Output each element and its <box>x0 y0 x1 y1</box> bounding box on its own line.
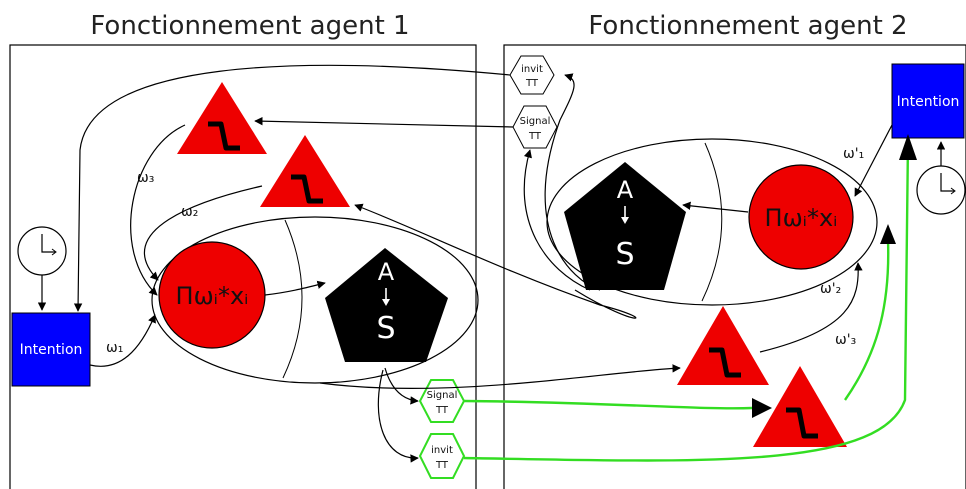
agent1-frame <box>9 44 477 489</box>
agent2-pentagon-bottom: S <box>615 237 634 272</box>
link-invit-bottom-to-intention2 <box>463 139 910 462</box>
link-pentagon2-to-tri-w2 <box>354 203 637 319</box>
signal-bottom-label: Signal <box>427 390 458 401</box>
signal-top-tt: TT <box>528 131 542 142</box>
invit-top-tt: TT <box>525 78 539 89</box>
agent2-sum-label: Πωᵢ*xᵢ <box>765 204 838 232</box>
agent2-intention-label: Intention <box>897 94 960 110</box>
agent1-sum-label: Πωᵢ*xᵢ <box>176 282 249 310</box>
agent2-intention-box <box>891 63 965 139</box>
signal-top-label: Signal <box>520 116 551 127</box>
agent2-triangle-w3 <box>753 366 847 447</box>
agent2-pentagon-top: A <box>617 176 634 204</box>
title-agent1: Fonctionnement agent 1 <box>90 11 409 41</box>
link-pentagon2-to-invit-top <box>544 73 601 291</box>
link-signal-bottom-to-tri2-w3 <box>463 399 753 410</box>
agent2-sum-node <box>748 164 854 270</box>
agent1-triangle-w3 <box>177 82 267 154</box>
agent1-pentagon-bottom: S <box>376 311 395 346</box>
agent2-ellipse-divider <box>701 142 723 302</box>
agent1-ellipse-divider <box>282 219 303 379</box>
link-agent1-ellipse-to-tri2-w2 <box>319 364 681 389</box>
link-pentagon2-to-signal-top <box>523 149 591 291</box>
agent2-pentagon <box>564 162 686 290</box>
signal-tt-bottom-hexagon <box>418 379 466 423</box>
active-link-arrowheads <box>752 134 917 418</box>
link-signal-top-to-tri-w3 <box>254 116 514 128</box>
agent1-ellipse <box>151 216 479 384</box>
title-agent2: Fonctionnement agent 2 <box>588 11 907 41</box>
link-intention2-to-sum2 <box>854 124 893 197</box>
link-tri-w2-to-sum1 <box>143 185 263 281</box>
invit-bottom-label: invit <box>431 445 453 456</box>
agent2-weight-w3: ω'₃ <box>835 332 856 348</box>
link-intention1-to-sum <box>89 314 156 367</box>
agent1-weight-w1: ω₁ <box>106 340 123 356</box>
agent1-triangle-w2 <box>260 135 350 207</box>
invit-tt-bottom-hexagon <box>418 433 466 479</box>
agent1-pentagon-top: A <box>378 258 395 286</box>
link-tri2-w3-to-sum2 <box>844 239 890 401</box>
invit-bottom-tt: TT <box>435 460 449 471</box>
agent1-clock-icon <box>17 226 67 276</box>
agent1-intention-label: Intention <box>20 342 83 358</box>
agent2-triangle-w2 <box>677 306 769 385</box>
signal-bottom-tt: TT <box>435 405 449 416</box>
link-invit-top-to-intention1 <box>73 64 511 312</box>
link-pentagon1-to-invit-bottom <box>377 369 419 463</box>
link-sum2-to-pentagon2 <box>682 201 749 213</box>
link-tri2-w2-to-sum2 <box>759 262 863 353</box>
invit-top-label: invit <box>521 64 543 75</box>
link-sum1-to-pentagon1 <box>264 280 326 296</box>
agent2-weight-w2: ω'₂ <box>820 281 841 297</box>
agent2-weight-w1: ω'₁ <box>843 146 864 162</box>
agent1-weight-w2: ω₂ <box>181 204 198 220</box>
link-pentagon1-to-signal-bottom <box>384 367 419 405</box>
link-tri-w3-to-sum1 <box>130 124 186 296</box>
connectors <box>37 64 946 463</box>
agent1-intention-box <box>11 312 91 387</box>
active-links <box>463 139 910 462</box>
agent2-clock-icon <box>916 165 966 215</box>
